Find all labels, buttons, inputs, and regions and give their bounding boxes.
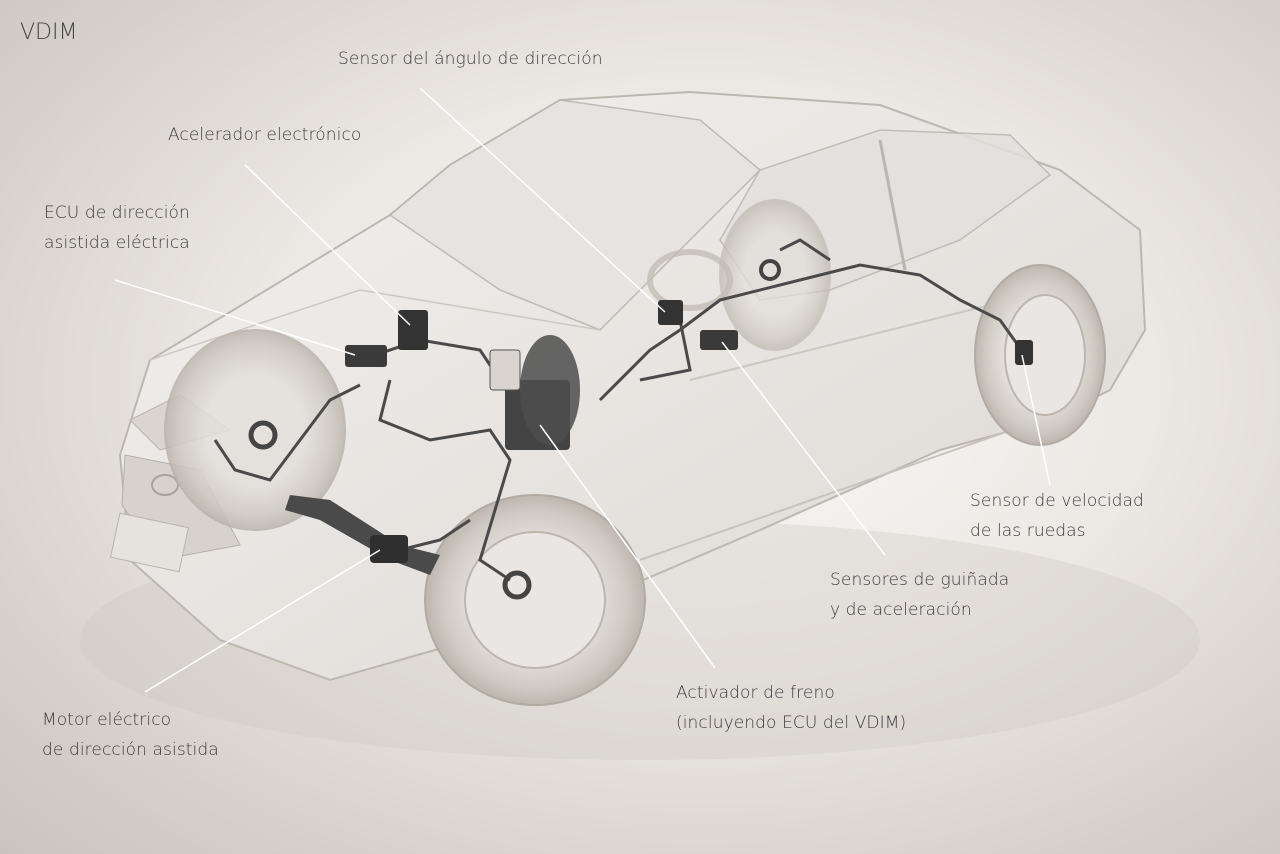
wheel-speed-sensor-component	[1015, 340, 1033, 365]
rear-right-rim	[1004, 294, 1086, 416]
window-pillar	[878, 139, 907, 271]
label-eps-motor: Motor eléctrico de dirección asistida	[42, 710, 219, 760]
front-left-hub	[248, 420, 278, 450]
front-left-wheel	[164, 329, 346, 531]
front-right-hub	[502, 570, 532, 600]
throttle-component	[398, 310, 428, 350]
steering-angle-sensor-component	[658, 300, 683, 325]
wiring-harness	[213, 238, 1027, 582]
front-right-rim	[464, 531, 606, 669]
yaw-sensor-component	[700, 330, 738, 350]
steering-wheel	[647, 249, 733, 311]
license-plate	[109, 512, 189, 573]
label-eps-ecu: ECU de dirección asistida eléctrica	[44, 203, 190, 253]
label-yaw-accel-sensors: Sensores de guiñada y de aceleración	[830, 570, 1010, 620]
brake-booster	[520, 335, 580, 445]
leader-brake	[539, 424, 716, 669]
leader-wheel-speed	[1021, 354, 1051, 486]
label-electronic-throttle: Acelerador electrónico	[168, 125, 362, 145]
hood-line	[149, 289, 601, 361]
leader-yaw	[721, 341, 886, 556]
leader-lines	[114, 87, 1051, 693]
lexus-emblem	[151, 474, 179, 496]
brake-reservoir	[489, 349, 521, 391]
eps-motor-component	[370, 535, 408, 563]
leader-steering-angle	[419, 87, 666, 313]
rear-left-hub	[759, 259, 781, 281]
leader-eps-ecu	[114, 279, 356, 356]
diagram-title: VDIM	[20, 20, 78, 45]
label-wheel-speed-sensor: Sensor de velocidad de las ruedas	[970, 491, 1144, 541]
leader-throttle	[244, 164, 411, 326]
label-steering-angle-sensor: Sensor del ángulo de dirección	[338, 49, 603, 69]
leader-eps-motor	[144, 549, 381, 693]
sill-line	[639, 419, 1041, 561]
label-brake-actuator: Activador de freno (incluyendo ECU del V…	[676, 683, 907, 733]
eps-ecu-component	[345, 345, 387, 367]
